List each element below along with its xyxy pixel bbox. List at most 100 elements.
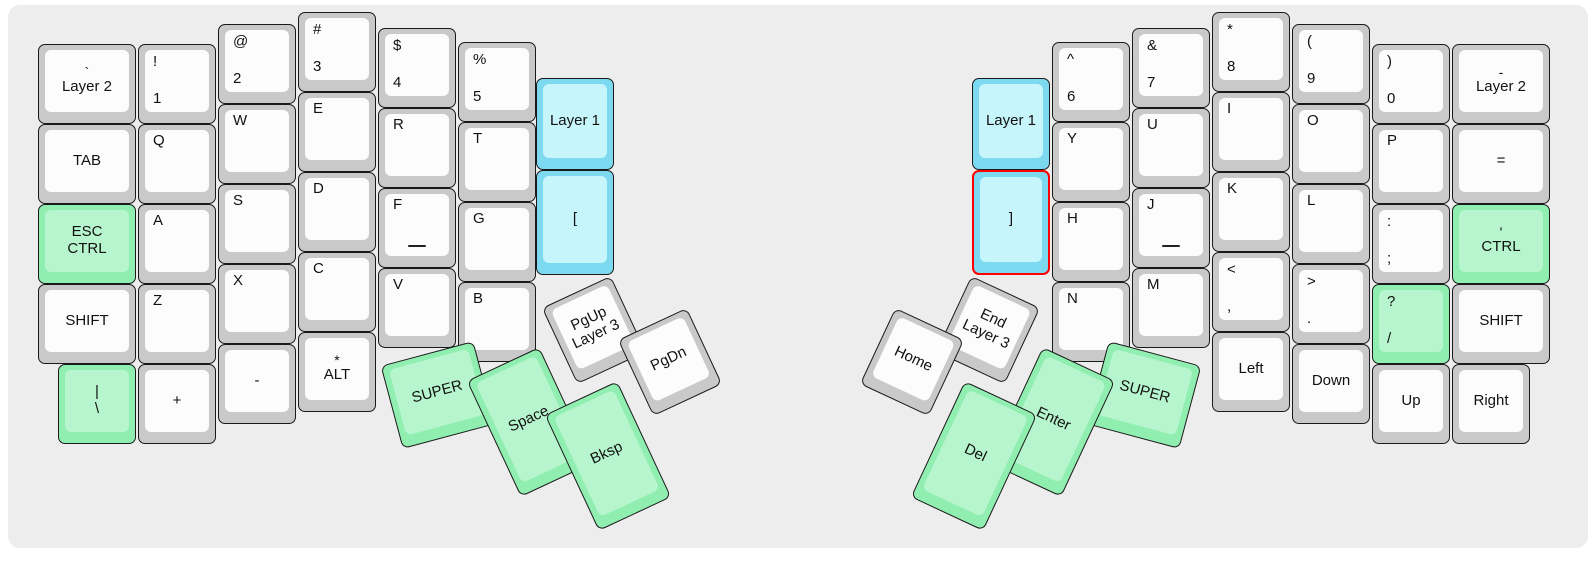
key-left-b[interactable]: B (458, 282, 536, 362)
key-legend-main: 2 (233, 70, 242, 88)
key-left-g[interactable]: G (458, 202, 536, 282)
key-left-pipe-backslash[interactable]: |\ (58, 364, 136, 444)
key-right-l[interactable]: L (1292, 184, 1370, 264)
key-right-h[interactable]: H (1052, 202, 1130, 282)
key-left-minus[interactable]: - (218, 344, 296, 424)
key-legend-main: K (1227, 180, 1238, 197)
key-legend-main: ALT (323, 365, 351, 383)
key-right-9[interactable]: (9 (1292, 24, 1370, 104)
key-legend-main: . (1307, 310, 1312, 328)
key-left-t[interactable]: T (458, 122, 536, 202)
key-legend-main: T (473, 130, 483, 147)
key-left-5[interactable]: %5 (458, 42, 536, 122)
key-legend-main: Layer 1 (549, 111, 601, 129)
key-right-up[interactable]: Up (1372, 364, 1450, 444)
key-left-f[interactable]: F (378, 188, 456, 268)
key-right-m[interactable]: M (1132, 268, 1210, 348)
key-legend-top: | (95, 383, 99, 401)
key-right-shift[interactable]: SHIFT (1452, 284, 1550, 364)
key-right-k[interactable]: K (1212, 172, 1290, 252)
key-legend-top: : (1387, 213, 1392, 230)
key-legend-main: TAB (72, 151, 102, 169)
key-left-layer2[interactable]: `Layer 2 (38, 44, 136, 124)
key-legend-main: Right (1473, 391, 1509, 409)
key-left-d[interactable]: D (298, 172, 376, 252)
key-legend-main: C (313, 260, 324, 277)
key-right-o[interactable]: O (1292, 104, 1370, 184)
key-left-2[interactable]: @2 (218, 24, 296, 104)
key-legend-main: V (393, 276, 404, 293)
key-left-layer1[interactable]: Layer 1 (536, 78, 614, 170)
key-left-tab[interactable]: TAB (38, 124, 136, 204)
key-legend-main: - (254, 371, 260, 389)
key-left-plus[interactable]: + (138, 364, 216, 444)
key-right-layer2[interactable]: -Layer 2 (1452, 44, 1550, 124)
key-right-0[interactable]: )0 (1372, 44, 1450, 124)
key-legend-main: N (1067, 290, 1078, 307)
key-legend-main: Space (505, 401, 552, 436)
key-right-slash[interactable]: ?/ (1372, 284, 1450, 364)
key-legend-main: ] (1008, 210, 1014, 228)
key-right-7[interactable]: &7 (1132, 28, 1210, 108)
key-left-z[interactable]: Z (138, 284, 216, 364)
key-left-3[interactable]: #3 (298, 12, 376, 92)
key-right-bracket-close[interactable]: ] (972, 170, 1050, 275)
key-legend-main: Del (961, 439, 990, 465)
key-legend-main: A (153, 212, 164, 229)
key-legend-main: 8 (1227, 58, 1236, 76)
key-legend-main: H (1067, 210, 1078, 227)
key-left-e[interactable]: E (298, 92, 376, 172)
key-left-c[interactable]: C (298, 252, 376, 332)
key-legend-top: ( (1307, 33, 1312, 50)
key-legend-main: CTRL (1481, 237, 1521, 255)
key-legend-main: SUPER (409, 376, 465, 407)
key-right-right[interactable]: Right (1452, 364, 1530, 444)
key-right-layer1[interactable]: Layer 1 (972, 78, 1050, 170)
key-right-6[interactable]: ^6 (1052, 42, 1130, 122)
key-right-down[interactable]: Down (1292, 344, 1370, 424)
key-legend-main: 7 (1147, 74, 1156, 92)
key-left-a[interactable]: A (138, 204, 216, 284)
key-left-4[interactable]: $4 (378, 28, 456, 108)
key-left-w[interactable]: W (218, 104, 296, 184)
key-left-shift[interactable]: SHIFT (38, 284, 136, 364)
key-legend-top: ` (84, 63, 90, 80)
key-right-p[interactable]: P (1372, 124, 1450, 204)
key-legend-main: 5 (473, 88, 482, 106)
key-right-semicolon[interactable]: :; (1372, 204, 1450, 284)
key-left-bracket-open[interactable]: [ (536, 170, 614, 275)
key-left-x[interactable]: X (218, 264, 296, 344)
key-legend-main: + (172, 391, 182, 409)
key-right-quote-ctrl[interactable]: 'CTRL (1452, 204, 1550, 284)
key-right-y[interactable]: Y (1052, 122, 1130, 202)
key-legend-top: > (1307, 273, 1316, 290)
key-right-left[interactable]: Left (1212, 332, 1290, 412)
key-right-8[interactable]: *8 (1212, 12, 1290, 92)
key-right-comma[interactable]: <, (1212, 252, 1290, 332)
key-legend-main: Enter (1033, 403, 1074, 434)
key-legend-top: ? (1387, 293, 1396, 310)
key-legend-main: Z (153, 292, 163, 309)
key-legend-main: 9 (1307, 70, 1316, 88)
key-legend-main: P (1387, 132, 1398, 149)
key-right-period[interactable]: >. (1292, 264, 1370, 344)
key-right-u[interactable]: U (1132, 108, 1210, 188)
homing-bar-icon (408, 245, 426, 247)
key-left-1[interactable]: !1 (138, 44, 216, 124)
key-left-r[interactable]: R (378, 108, 456, 188)
key-right-j[interactable]: J (1132, 188, 1210, 268)
key-legend-main: 6 (1067, 88, 1076, 106)
key-legend-main: G (473, 210, 485, 227)
key-left-v[interactable]: V (378, 268, 456, 348)
key-right-i[interactable]: I (1212, 92, 1290, 172)
key-legend-main: R (393, 116, 404, 133)
key-legend-top: * (334, 351, 340, 368)
key-legend-main: 0 (1387, 90, 1396, 108)
key-right-equals[interactable]: = (1452, 124, 1550, 204)
key-left-s[interactable]: S (218, 184, 296, 264)
key-right-n[interactable]: N (1052, 282, 1130, 362)
key-left-q[interactable]: Q (138, 124, 216, 204)
key-legend-main: J (1147, 196, 1155, 213)
key-left-alt[interactable]: *ALT (298, 332, 376, 412)
